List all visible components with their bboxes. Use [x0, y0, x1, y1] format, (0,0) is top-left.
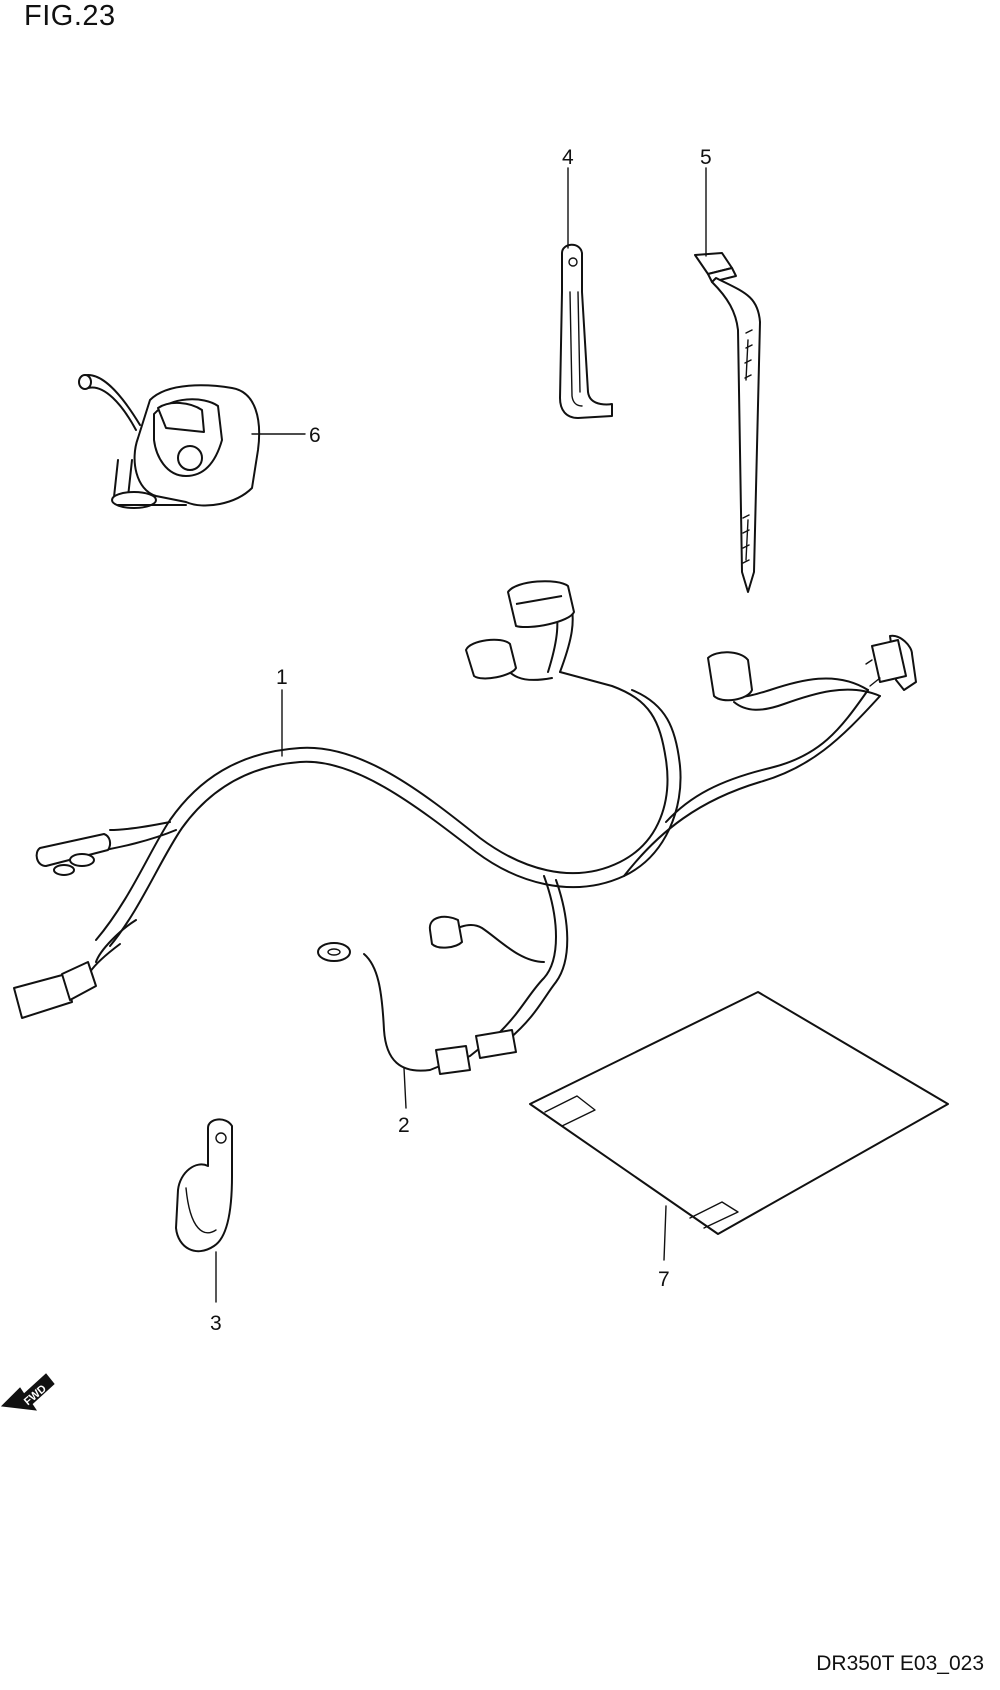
callout-part-5: 5 [700, 146, 712, 169]
callout-part-4: 4 [562, 146, 574, 169]
part-7-label-sheet[interactable] [529, 991, 949, 1235]
drawing-code: DR350T E03_023 [816, 1652, 984, 1675]
figure-title: FIG.23 [24, 0, 116, 32]
part-5-cable-tie[interactable] [694, 252, 761, 593]
callout-part-1: 1 [276, 666, 288, 689]
part-4-bracket[interactable] [559, 243, 613, 419]
part-6-clamp-assembly[interactable] [78, 374, 261, 509]
fwd-arrow-icon: FWD [0, 1373, 55, 1411]
callout-part-3: 3 [210, 1312, 222, 1335]
part-2-sub-harness[interactable] [317, 875, 569, 1075]
callout-part-7: 7 [658, 1268, 670, 1291]
part-1-wiring-harness[interactable] [13, 580, 917, 1019]
part-3-clamp[interactable] [175, 1118, 233, 1253]
callout-part-2: 2 [398, 1114, 410, 1137]
callout-part-6: 6 [309, 424, 321, 447]
leader-lines [215, 167, 707, 1303]
